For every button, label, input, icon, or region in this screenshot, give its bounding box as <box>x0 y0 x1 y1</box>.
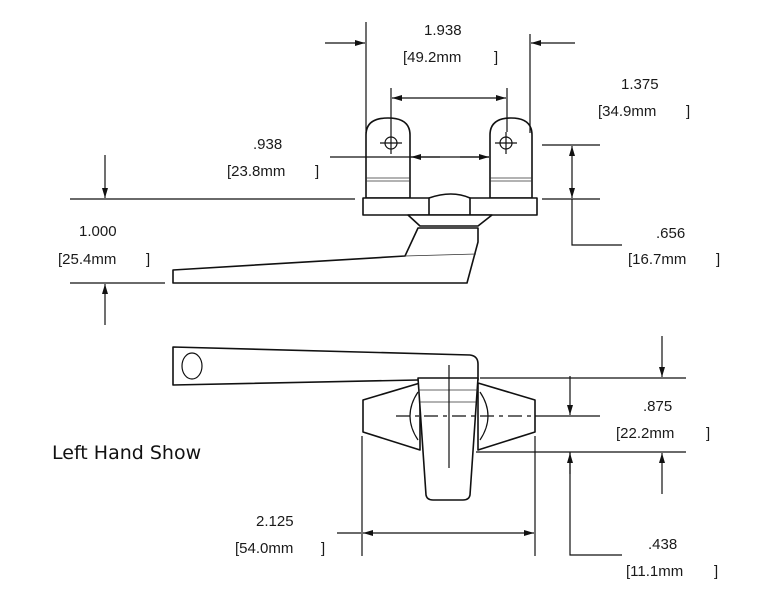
dim-875-inch: .875 <box>643 398 672 415</box>
dim-438-mm: [11.1mm <box>626 563 683 580</box>
dim-1938-mm: [49.2mm <box>403 49 461 66</box>
lever-hole <box>181 352 203 380</box>
dim-2125-inch: 2.125 <box>256 513 294 530</box>
dim-656-bracket: ] <box>716 251 720 268</box>
dim-1375-inch: 1.375 <box>621 76 659 93</box>
dim-1000-mm: [25.4mm <box>58 251 116 268</box>
handle-knob <box>417 377 479 501</box>
leader-line <box>571 199 622 246</box>
left-mount <box>365 117 411 199</box>
dim-1000-bracket: ] <box>146 251 150 268</box>
front-view-dimensions <box>70 22 622 325</box>
lever-arm <box>172 227 479 284</box>
right-wing <box>477 382 536 451</box>
dim-1375-mm: [34.9mm <box>598 103 656 120</box>
dim-875-mm: [22.2mm <box>616 425 674 442</box>
dim-438-inch: .438 <box>648 536 677 553</box>
dim-2125-bracket: ] <box>321 540 325 557</box>
caption-left-hand-show: Left Hand Show <box>52 442 201 464</box>
dim-2125-mm: [54.0mm <box>235 540 293 557</box>
dim-1375-bracket: ] <box>686 103 690 120</box>
lever-edge-line <box>404 253 477 257</box>
top-view-dimensions <box>337 336 686 556</box>
dim-1000-inch: 1.000 <box>79 223 117 240</box>
dim-875-bracket: ] <box>706 425 710 442</box>
top-view <box>172 346 536 501</box>
left-wing <box>362 382 421 451</box>
dim-656-mm: [16.7mm <box>628 251 686 268</box>
dim-938-bracket: ] <box>315 163 319 180</box>
dim-938-mm: [23.8mm <box>227 163 285 180</box>
dim-938-inch: .938 <box>253 136 282 153</box>
hub <box>428 193 471 216</box>
dim-1938-bracket: ] <box>494 49 498 66</box>
right-mount <box>489 117 533 199</box>
dim-1938-inch: 1.938 <box>424 22 462 39</box>
front-view <box>172 117 538 284</box>
dim-656-inch: .656 <box>656 225 685 242</box>
hub-collar <box>407 214 493 227</box>
dim-438-bracket: ] <box>714 563 718 580</box>
leader-line <box>569 452 622 556</box>
